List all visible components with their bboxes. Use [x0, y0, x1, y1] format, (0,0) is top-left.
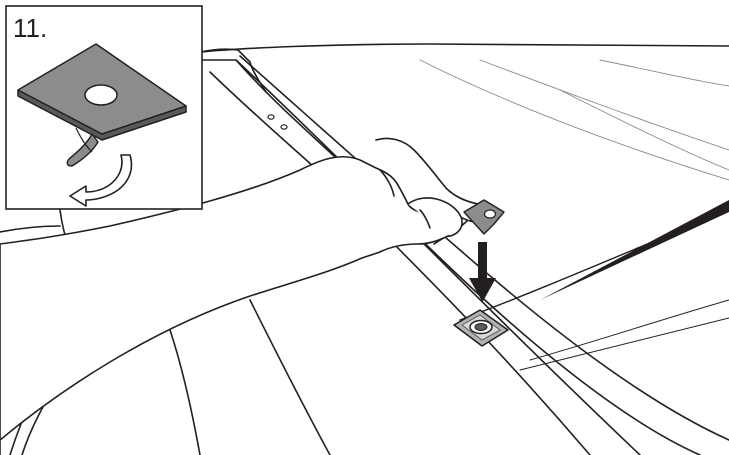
- pad-hole: [85, 85, 117, 105]
- roof-mount-hole-inner: [475, 324, 487, 331]
- roof-shine-3: [600, 60, 729, 86]
- rail-hole-1: [268, 115, 274, 119]
- body-line-2: [250, 300, 330, 455]
- body-line-1: [170, 330, 200, 455]
- antenna-edge: [540, 200, 729, 300]
- roof-top-edge: [200, 44, 729, 52]
- held-pad-hole: [485, 210, 496, 218]
- body-line-7: [0, 226, 60, 232]
- roof-mount-point: [454, 310, 508, 346]
- roof-shine-1: [420, 60, 729, 180]
- roof-shine-2: [480, 60, 729, 150]
- rail-holes: [268, 115, 287, 129]
- rail-hole-2: [281, 125, 287, 129]
- roof-shine-4: [560, 90, 729, 170]
- step-number: 11.: [13, 14, 47, 42]
- roof-lower-1: [530, 300, 729, 360]
